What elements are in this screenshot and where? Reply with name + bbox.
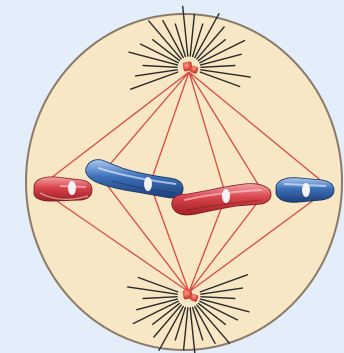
astral-ray: [137, 276, 179, 293]
astral-ray: [142, 64, 178, 69]
astral-ray: [199, 53, 242, 66]
spindle-fiber: [149, 183, 190, 293]
chromosome-red-left: [33, 176, 93, 202]
chromosome-blue-left: [85, 159, 184, 199]
astral-ray: [139, 43, 179, 64]
chromosome-blue-right: [275, 177, 335, 203]
centromere: [144, 177, 152, 191]
astral-ray: [174, 306, 187, 341]
centromere: [68, 181, 76, 195]
astral-ray: [158, 305, 184, 351]
spindle-fibers: [37, 71, 331, 293]
spindle-fiber: [149, 71, 190, 185]
astral-ray: [194, 12, 220, 59]
astral-ray: [129, 71, 179, 90]
astral-ray: [200, 296, 236, 300]
chromosome-red-center: [171, 183, 272, 216]
astral-ray: [199, 300, 239, 321]
centrosome-top: [182, 61, 199, 74]
spindle-fiber: [188, 187, 331, 293]
astral-ray: [199, 274, 249, 293]
astral-ray: [128, 51, 179, 66]
astral-ray: [132, 300, 179, 325]
astral-ray: [200, 64, 236, 69]
astral-ray: [147, 20, 182, 60]
astral-ray: [197, 39, 227, 62]
astral-ray: [194, 305, 216, 344]
astral-ray: [196, 304, 231, 344]
astral-rays-bottom: [126, 274, 250, 353]
astral-ray: [142, 296, 178, 300]
astral-ray: [134, 69, 178, 77]
astral-ray: [181, 5, 189, 57]
astral-ray: [162, 20, 184, 59]
astral-ray: [199, 71, 241, 88]
astral-ray: [197, 302, 227, 325]
astral-ray: [182, 307, 189, 351]
astral-ray: [200, 69, 252, 78]
astral-ray: [153, 304, 182, 338]
centromere: [302, 183, 310, 197]
astral-ray: [191, 306, 204, 341]
astral-ray: [196, 26, 225, 60]
astral-ray: [151, 39, 181, 62]
spindle-fiber: [188, 195, 227, 293]
spindle-fiber: [37, 71, 190, 189]
centromere: [222, 189, 230, 203]
spindle-fiber: [99, 71, 190, 177]
astral-ray: [199, 39, 246, 64]
astral-ray: [191, 23, 204, 58]
astral-rays-top: [128, 5, 252, 90]
astral-ray: [126, 286, 178, 295]
spindle-fiber: [188, 71, 227, 197]
spindle-fiber: [37, 187, 190, 293]
astral-ray: [151, 302, 181, 325]
spindle-fiber: [188, 71, 265, 195]
astral-ray: [199, 298, 250, 313]
spindle-fiber: [188, 71, 331, 189]
spindle-fiber: [99, 175, 190, 293]
astral-ray: [189, 13, 196, 57]
astral-ray: [174, 23, 187, 58]
centrosome-bottom: [182, 289, 199, 302]
astral-ray: [200, 287, 244, 295]
astral-ray: [136, 298, 179, 311]
astral-ray: [189, 307, 196, 353]
spindle-fiber: [188, 193, 265, 293]
